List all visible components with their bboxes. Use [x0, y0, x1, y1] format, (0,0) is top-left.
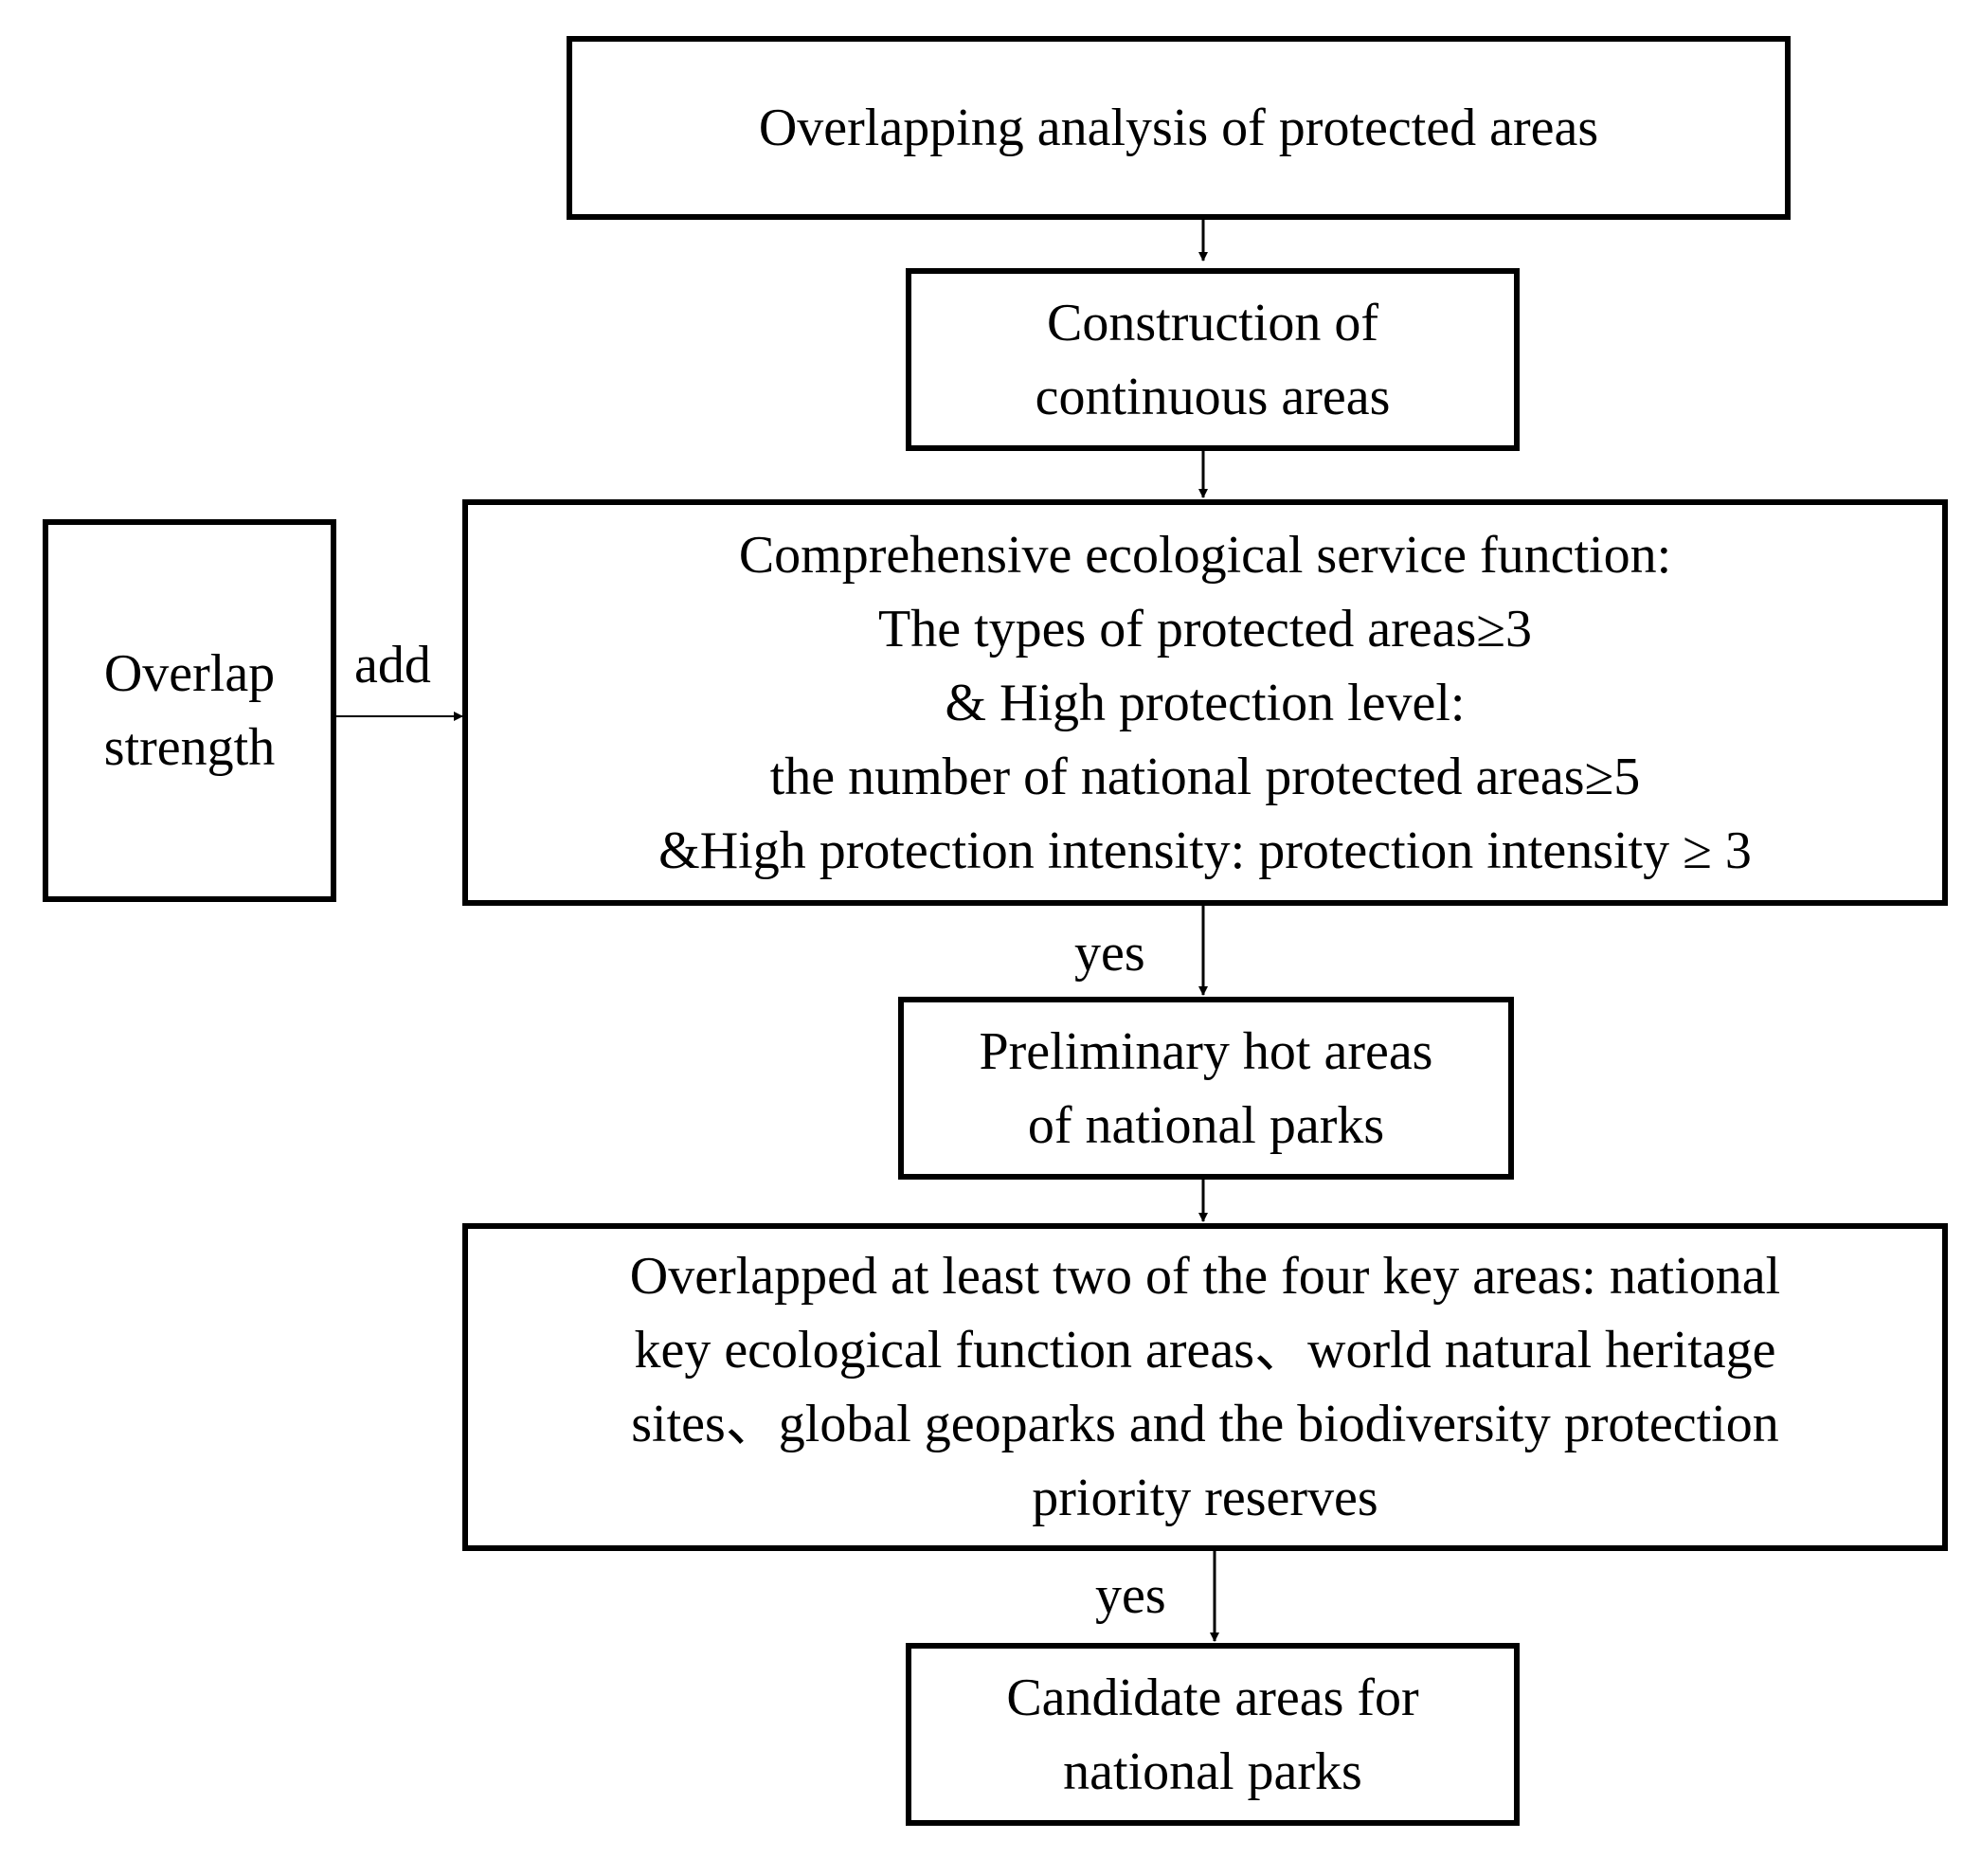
- node-text-line: Comprehensive ecological service functio…: [738, 525, 1672, 585]
- node-text-line: the number of national protected areas≥5: [769, 747, 1641, 806]
- node-text-line: Overlapped at least two of the four key …: [629, 1247, 1781, 1306]
- node-text-line: & High protection level:: [945, 673, 1466, 732]
- node-text-line: &High protection intensity: protection i…: [658, 821, 1752, 880]
- node-text-line: Candidate areas for: [1006, 1668, 1419, 1727]
- node-text-line: Overlapping analysis of protected areas: [758, 99, 1599, 157]
- node-text-line: strength: [103, 718, 276, 777]
- edge-label-yes: yes: [1074, 924, 1145, 983]
- node-text-line: Preliminary hot areas: [979, 1021, 1433, 1081]
- edge-label-add: add: [354, 636, 431, 694]
- node-text-line: of national parks: [1027, 1095, 1385, 1155]
- node-overlap-strength: Overlap strength: [43, 519, 336, 902]
- node-text-line: Construction of: [1047, 293, 1378, 352]
- node-comprehensive-criteria: Comprehensive ecological service functio…: [462, 499, 1948, 906]
- node-text-line: key ecological function areas、world natu…: [634, 1321, 1776, 1380]
- node-text-line: national parks: [1063, 1741, 1362, 1801]
- node-construction: Construction of continuous areas: [906, 268, 1520, 451]
- node-text-line: Overlap: [103, 644, 276, 703]
- node-overlapped-key-areas: Overlapped at least two of the four key …: [462, 1223, 1948, 1551]
- node-text-line: priority reserves: [1032, 1469, 1378, 1527]
- node-text-line: sites、global geoparks and the biodiversi…: [631, 1395, 1779, 1453]
- node-text-line: continuous areas: [1035, 367, 1391, 426]
- node-overlapping-analysis: Overlapping analysis of protected areas: [567, 36, 1791, 220]
- node-preliminary-hot-areas: Preliminary hot areas of national parks: [898, 997, 1514, 1180]
- node-candidate-areas: Candidate areas for national parks: [906, 1643, 1520, 1826]
- edge-label-yes: yes: [1095, 1566, 1166, 1625]
- node-text-line: The types of protected areas≥3: [878, 599, 1532, 658]
